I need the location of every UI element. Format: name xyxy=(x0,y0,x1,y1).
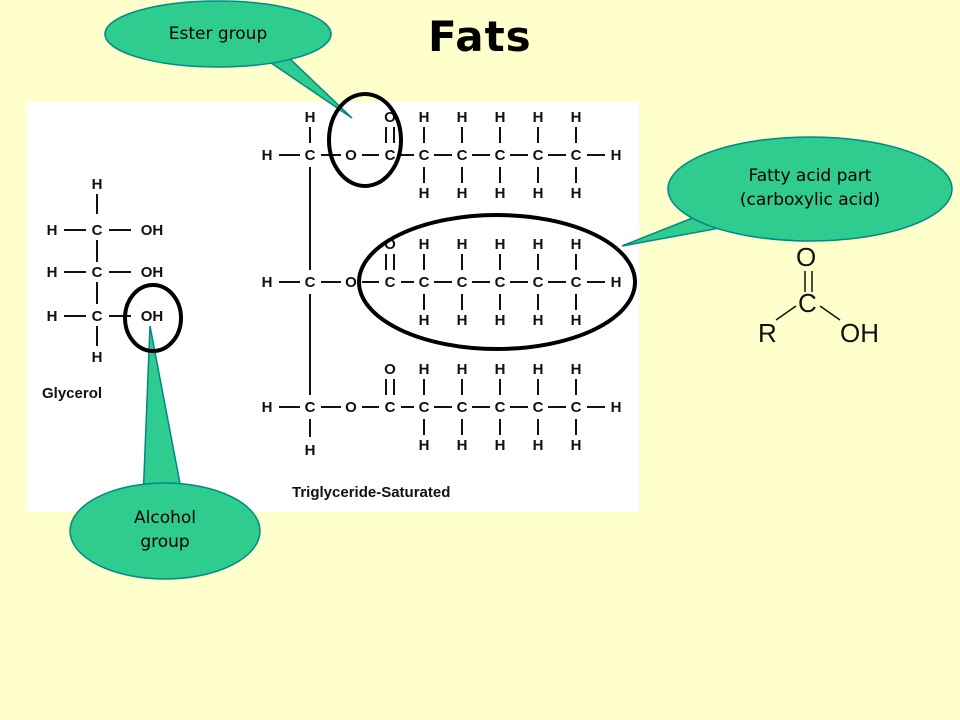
atom-c-86: C xyxy=(495,274,506,291)
fatty-acid-callout-bubble xyxy=(667,136,953,242)
atom-c-111: C xyxy=(385,399,396,416)
atom-c-10: C xyxy=(92,264,103,281)
atom-h-48: H xyxy=(495,185,506,202)
atom-h-126: H xyxy=(457,437,468,454)
rcooh-bond-r xyxy=(775,305,797,321)
atom-h-36: H xyxy=(419,185,430,202)
atom-h-96: H xyxy=(533,312,544,329)
atom-h-34: H xyxy=(419,109,430,126)
atom-h-132: H xyxy=(495,437,506,454)
alcohol-group-highlight xyxy=(123,283,183,353)
atom-c-116: C xyxy=(419,399,430,416)
atom-h-104: H xyxy=(611,274,622,291)
atom-h-138: H xyxy=(533,437,544,454)
atom-h-57: H xyxy=(571,109,582,126)
atom-h-118: H xyxy=(419,361,430,378)
fatty-acid-callout-text: Fatty acid part (carboxylic acid) xyxy=(739,166,881,210)
glycerol-label: Glycerol xyxy=(42,385,102,402)
atom-c-27: C xyxy=(385,147,396,164)
atom-o-112: O xyxy=(384,361,396,378)
atom-h-82: H xyxy=(457,236,468,253)
atom-h-21: H xyxy=(262,147,273,164)
atom-h-8: H xyxy=(47,264,58,281)
atom-c-107: C xyxy=(305,399,316,416)
atom-c-140: C xyxy=(571,399,582,416)
rcooh-carbon: C xyxy=(798,288,817,318)
rcooh-oxygen: O xyxy=(796,242,816,272)
rcooh-r-group: R xyxy=(758,318,777,348)
atom-h-46: H xyxy=(495,109,506,126)
atom-h-63: H xyxy=(262,274,273,291)
atom-h-59: H xyxy=(571,185,582,202)
atom-h-124: H xyxy=(457,361,468,378)
atom-c-4: C xyxy=(92,222,103,239)
atom-h-0: H xyxy=(92,176,103,193)
atom-h-42: H xyxy=(457,185,468,202)
atom-h-143: H xyxy=(571,437,582,454)
atom-c-80: C xyxy=(457,274,468,291)
atom-h-141: H xyxy=(571,361,582,378)
atom-h-94: H xyxy=(533,236,544,253)
atom-c-65: C xyxy=(305,274,316,291)
atom-c-16: C xyxy=(92,308,103,325)
ester-callout-bubble xyxy=(104,0,332,68)
atom-h-152: H xyxy=(305,442,316,459)
atom-c-44: C xyxy=(495,147,506,164)
atom-c-122: C xyxy=(457,399,468,416)
atom-c-98: C xyxy=(571,274,582,291)
atom-h-99: H xyxy=(571,236,582,253)
alcohol-callout-bubble xyxy=(69,482,261,580)
slide-title: Fats xyxy=(428,12,532,61)
fatty-acid-highlight xyxy=(357,213,637,351)
atom-h-14: H xyxy=(47,308,58,325)
atom-h-120: H xyxy=(419,437,430,454)
atom-h-84: H xyxy=(457,312,468,329)
atom-h-52: H xyxy=(533,109,544,126)
triglyceride-label: Triglyceride-Saturated xyxy=(292,484,450,501)
atom-c-128: C xyxy=(495,399,506,416)
atom-oh-6: OH xyxy=(141,222,164,239)
ester-group-highlight xyxy=(327,92,403,188)
atom-c-56: C xyxy=(571,147,582,164)
rcooh-bond-oh xyxy=(819,305,841,321)
rcooh-hydroxyl: OH xyxy=(840,318,879,348)
atom-h-78: H xyxy=(419,312,430,329)
atom-o-67: O xyxy=(345,274,357,291)
atom-h-2: H xyxy=(47,222,58,239)
atom-h-101: H xyxy=(571,312,582,329)
atom-o-25: O xyxy=(345,147,357,164)
atom-h-54: H xyxy=(533,185,544,202)
atom-h-146: H xyxy=(611,399,622,416)
atom-h-20: H xyxy=(92,349,103,366)
atom-h-130: H xyxy=(495,361,506,378)
atom-h-105: H xyxy=(262,399,273,416)
atom-c-32: C xyxy=(419,147,430,164)
atom-oh-18: OH xyxy=(141,308,164,325)
alcohol-group-callout-text: Alcohol group xyxy=(134,508,196,552)
atom-h-136: H xyxy=(533,361,544,378)
atom-h-90: H xyxy=(495,312,506,329)
atom-c-50: C xyxy=(533,147,544,164)
atom-h-88: H xyxy=(495,236,506,253)
ester-group-callout-text: Ester group xyxy=(168,24,268,44)
atom-h-62: H xyxy=(611,147,622,164)
atom-c-74: C xyxy=(419,274,430,291)
atom-c-134: C xyxy=(533,399,544,416)
atom-c-23: C xyxy=(305,147,316,164)
atom-c-92: C xyxy=(533,274,544,291)
atom-c-38: C xyxy=(457,147,468,164)
atom-o-109: O xyxy=(345,399,357,416)
atom-h-40: H xyxy=(457,109,468,126)
atom-h-76: H xyxy=(419,236,430,253)
atom-oh-12: OH xyxy=(141,264,164,281)
atom-c-69: C xyxy=(385,274,396,291)
atom-h-147: H xyxy=(305,109,316,126)
